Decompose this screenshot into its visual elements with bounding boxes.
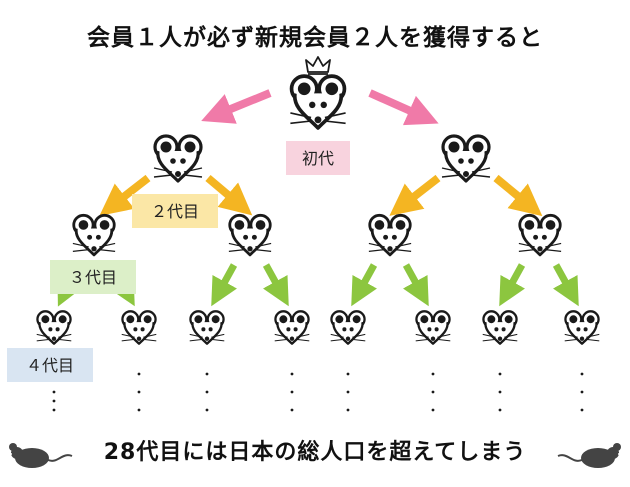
page-title: 会員１人が必ず新規会員２人を獲得すると (87, 25, 543, 51)
crown-icon (305, 56, 331, 75)
gen2-arrow (205, 174, 253, 216)
mouse-face-icon (414, 310, 452, 345)
gen1-arrow-left (201, 89, 272, 124)
mouse-face-icon (288, 74, 348, 130)
gen3-arrow (402, 263, 429, 307)
mouse-face-icon (227, 213, 273, 257)
mouse-face-icon (440, 134, 492, 183)
svg-text:初代: 初代 (302, 149, 334, 168)
mouse-face-icon (481, 310, 519, 345)
mouse-face-icon (563, 310, 601, 345)
mouse-face-icon (188, 310, 226, 345)
continuation-dots (52, 372, 584, 412)
gen2-arrow (493, 174, 543, 217)
mouse-face-icon (367, 213, 413, 257)
svg-text:２代目: ２代目 (151, 202, 199, 221)
generation-label-3: ３代目 (50, 260, 136, 294)
svg-text:４代目: ４代目 (26, 356, 74, 375)
gen2-arrow (99, 174, 151, 216)
mouse-face-icon (120, 310, 158, 345)
mouse-face-icon (152, 134, 204, 183)
generation-label-1: 初代 (286, 141, 350, 175)
gen3-arrow (262, 263, 289, 307)
mouse-face-icon (71, 213, 117, 257)
gen2-arrow (389, 174, 441, 216)
svg-text:３代目: ３代目 (69, 268, 117, 287)
gen3-arrow (499, 263, 526, 307)
generation-label-2: ２代目 (132, 194, 218, 228)
generation-label-4: ４代目 (7, 348, 93, 382)
gen3-arrow (351, 263, 378, 307)
gen3-arrow (211, 263, 238, 307)
mouse-face-icon (35, 310, 73, 345)
gen3-arrow (552, 263, 579, 307)
footer-caption: 28代目には日本の総人口を超えてしまう (103, 440, 527, 465)
mouse-face-icon (329, 310, 367, 345)
gen1-arrow-right (368, 89, 439, 126)
mouse-face-icon (517, 213, 563, 257)
mouse-face-icon (273, 310, 311, 345)
